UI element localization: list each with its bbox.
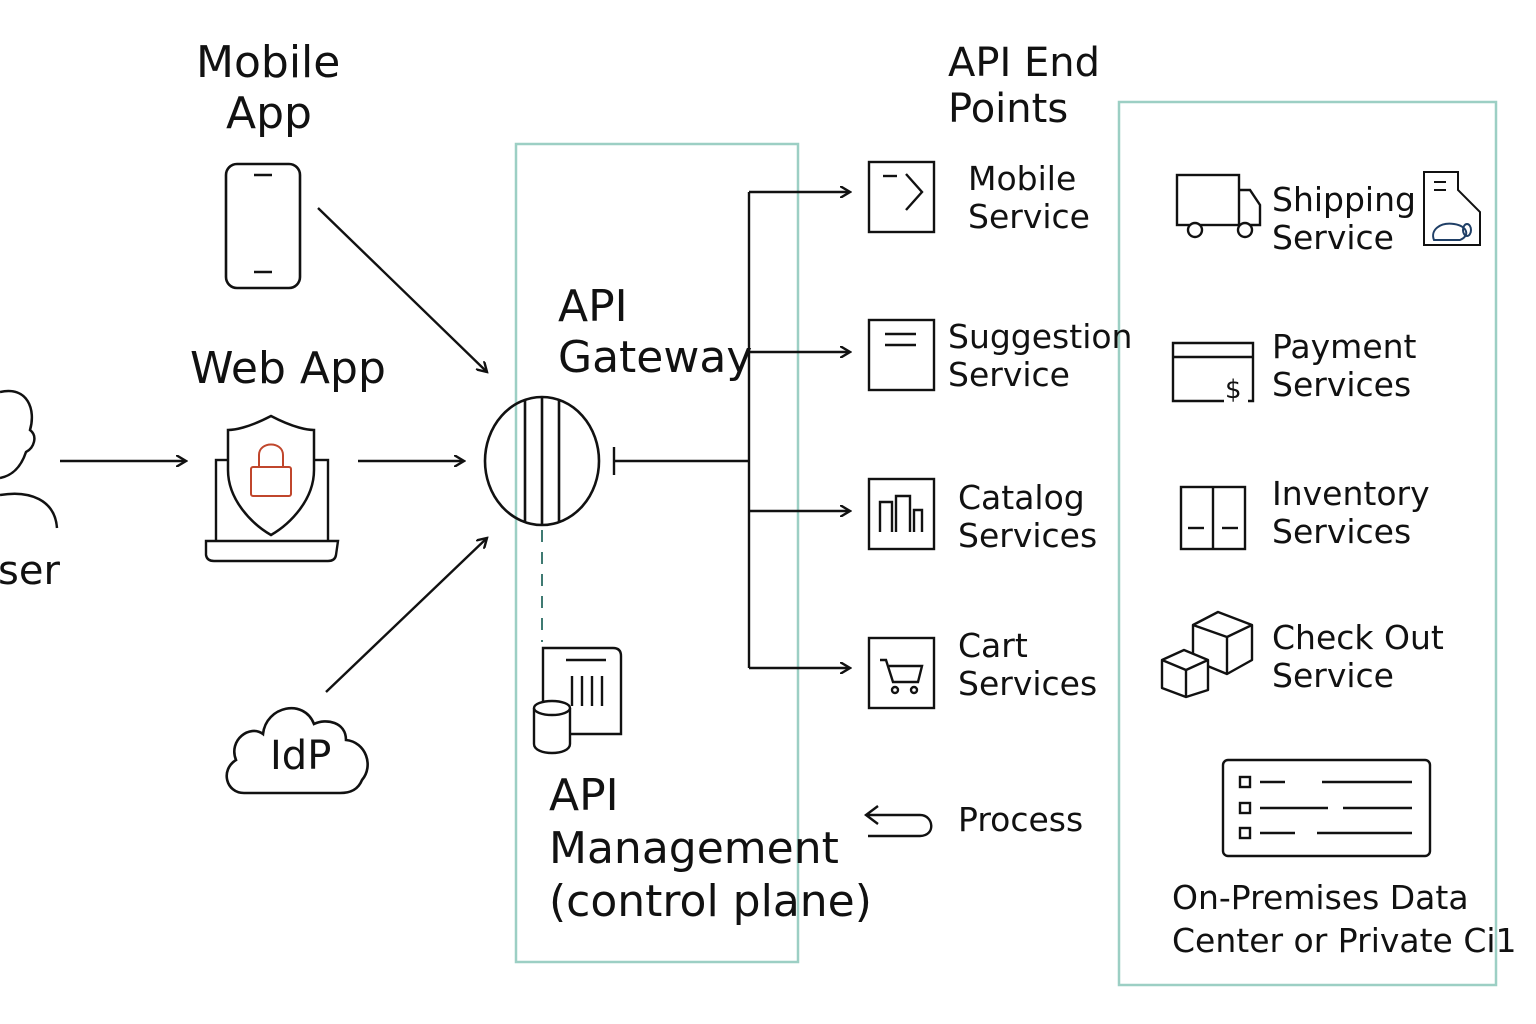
- cart-icon: [867, 636, 936, 710]
- mobile-app-label-line: App: [226, 87, 312, 139]
- api-endpoints-label: API End Points: [948, 40, 1100, 132]
- api-endpoints-label-line: Points: [948, 86, 1069, 132]
- arrow-idp-to-gateway: [325, 538, 487, 693]
- endpoint-label-line: Service: [948, 354, 1070, 394]
- on-premises-label-line: On-Premises Data: [1172, 878, 1469, 917]
- endpoint-label-suggestion-service: Suggestion Service: [948, 318, 1132, 394]
- document-icon: [867, 318, 936, 392]
- endpoint-label-line: Catalog: [958, 478, 1085, 517]
- terminal-icon: [867, 160, 936, 234]
- service-label-checkout: Check Out Service: [1272, 619, 1444, 695]
- api-management-icon: [532, 646, 623, 755]
- mobile-phone-icon: [224, 162, 302, 290]
- arrow-mobile-to-gateway: [317, 207, 487, 372]
- invoice-icon: [1423, 171, 1481, 246]
- user-label: ser: [0, 548, 60, 594]
- idp-label: IdP: [270, 733, 332, 779]
- service-label-line: Shipping: [1272, 180, 1416, 219]
- data-center-icon: [1221, 758, 1432, 858]
- process-label: Process: [958, 800, 1084, 839]
- process-icon: [864, 805, 933, 838]
- service-label-line: Service: [1272, 217, 1394, 257]
- service-label-line: Services: [1272, 511, 1412, 551]
- service-label-line: Payment: [1272, 327, 1417, 366]
- lock-icon: [250, 443, 292, 497]
- api-endpoints-label-line: API End: [948, 40, 1101, 86]
- endpoint-label-catalog-services: Catalog Services: [958, 479, 1097, 555]
- api-gateway-container: [514, 142, 800, 964]
- endpoint-label-line: Mobile: [968, 159, 1077, 198]
- catalog-icon: [867, 477, 936, 551]
- user-icon: [0, 389, 59, 529]
- on-premises-label-line: Center or Private Ci1: [1172, 920, 1517, 960]
- truck-icon: [1175, 173, 1262, 239]
- on-premises-label: On-Premises Data Center or Private Ci1: [1172, 877, 1517, 963]
- api-management-label-line: (control plane): [549, 875, 872, 927]
- endpoint-label-line: Services: [958, 663, 1098, 703]
- service-label-line: Service: [1272, 655, 1394, 695]
- endpoint-label-line: Service: [968, 196, 1090, 236]
- endpoint-label-mobile-service: Mobile Service: [968, 160, 1090, 236]
- api-management-label-line: Management: [549, 822, 839, 874]
- cabinet-icon: [1179, 485, 1247, 551]
- service-label-line: Check Out: [1272, 618, 1444, 657]
- cloud-icon: [225, 706, 369, 795]
- api-gateway-label-line: Gateway: [558, 331, 753, 383]
- secure-laptop-icon: [204, 414, 340, 563]
- service-label-payment: Payment Services: [1272, 328, 1416, 404]
- dollar-sign-icon: $: [1225, 375, 1242, 405]
- web-app-label: Web App: [190, 343, 386, 394]
- service-label-line: Inventory: [1272, 474, 1430, 513]
- endpoint-label-line: Services: [958, 515, 1098, 555]
- payment-card-icon: [1171, 341, 1255, 403]
- service-label-inventory: Inventory Services: [1272, 475, 1430, 551]
- api-management-label-line: API: [549, 770, 619, 821]
- api-gateway-label-line: API: [558, 281, 628, 332]
- api-gateway-label: API Gateway: [558, 281, 753, 383]
- endpoint-label-line: Suggestion: [948, 317, 1133, 356]
- api-gateway-icon: [483, 395, 601, 527]
- mobile-app-label-line: Mobile: [196, 37, 341, 88]
- boxes-icon: [1160, 610, 1254, 699]
- endpoint-label-cart-services: Cart Services: [958, 627, 1097, 703]
- service-label-line: Services: [1272, 364, 1412, 404]
- endpoint-label-line: Cart: [958, 626, 1028, 665]
- service-label-shipping: Shipping Service: [1272, 181, 1416, 257]
- on-premises-container: [1117, 100, 1498, 987]
- api-management-label: API Management (control plane): [549, 770, 872, 928]
- mobile-app-label: Mobile App: [196, 37, 341, 139]
